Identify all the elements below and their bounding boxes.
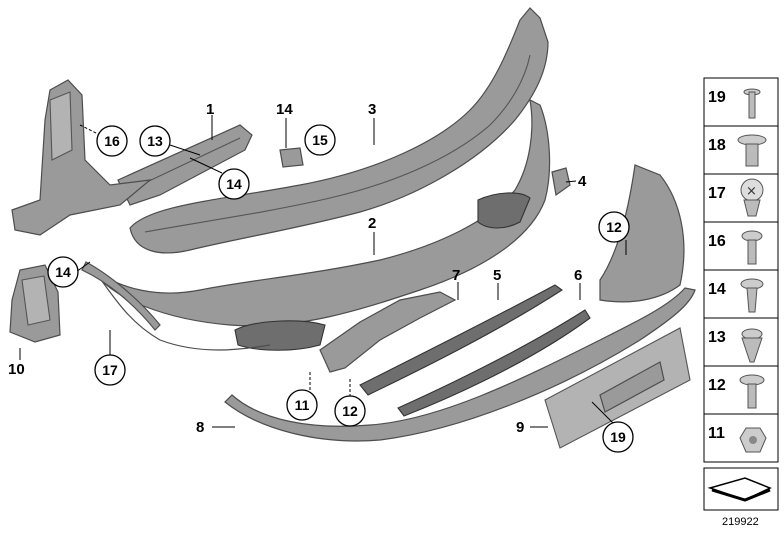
hex-nut-icon xyxy=(739,427,767,453)
svg-text:15: 15 xyxy=(312,132,328,148)
svg-text:12: 12 xyxy=(342,403,358,419)
callout-circle-19: 19 xyxy=(602,421,634,453)
svg-text:13: 13 xyxy=(147,133,163,149)
callout-circle-13: 13 xyxy=(139,125,171,157)
expanding-rivet-long-icon xyxy=(740,278,764,313)
callout-circle-12-right: 12 xyxy=(598,211,630,243)
legend-label-17: 17 xyxy=(708,185,726,202)
callout-3: 3 xyxy=(368,101,376,118)
svg-text:11: 11 xyxy=(295,397,310,413)
leader-lines xyxy=(19,115,627,429)
washer-screw-icon xyxy=(739,374,765,409)
svg-text:16: 16 xyxy=(104,133,120,149)
callout-2: 2 xyxy=(368,215,376,232)
callout-circle-14-left: 14 xyxy=(47,256,79,288)
part-side-strip xyxy=(81,261,161,331)
svg-text:14: 14 xyxy=(226,176,242,192)
legend-label-16: 16 xyxy=(708,233,726,250)
callout-7: 7 xyxy=(452,267,460,284)
legend-label-14: 14 xyxy=(708,281,726,298)
thin-strip-icon xyxy=(707,477,772,502)
torx-screw-icon xyxy=(741,230,763,265)
callout-9: 9 xyxy=(516,419,524,436)
callout-10: 10 xyxy=(8,361,25,378)
callout-5: 5 xyxy=(493,267,501,284)
legend-label-11: 11 xyxy=(708,425,725,442)
callout-circle-14-top: 14 xyxy=(218,168,250,200)
svg-text:×: × xyxy=(746,184,757,199)
callout-6: 6 xyxy=(574,267,582,284)
part-small-bracket xyxy=(551,167,571,197)
svg-text:17: 17 xyxy=(102,362,118,378)
callout-circle-12-mid: 12 xyxy=(334,395,366,427)
spreading-rivet-icon xyxy=(741,328,763,363)
callout-15: 14 xyxy=(276,101,293,118)
callout-8: 8 xyxy=(196,419,204,436)
part-left-carrier xyxy=(11,79,152,236)
callout-1: 1 xyxy=(206,101,214,118)
callout-circle-18: 16 xyxy=(96,125,128,157)
legend-label-12: 12 xyxy=(708,377,726,394)
part-grille-strip-upper xyxy=(359,284,563,396)
callout-circle-17: 17 xyxy=(94,354,126,386)
legend-label-18: 18 xyxy=(708,137,726,154)
legend-label-19: 19 xyxy=(708,89,726,106)
callout-4: 4 xyxy=(578,173,587,190)
part-clip-small xyxy=(279,147,304,168)
part-guide-block xyxy=(9,264,61,343)
svg-text:14: 14 xyxy=(55,264,71,280)
svg-text:19: 19 xyxy=(610,429,626,445)
part-spoiler-lip xyxy=(224,287,696,442)
part-bumper-cover xyxy=(91,98,551,351)
callout-circle-11: 11 xyxy=(286,389,318,421)
phillips-clip-icon: × xyxy=(740,178,764,217)
diagram-id: 219922 xyxy=(722,516,759,528)
part-license-plate-bracket xyxy=(544,327,691,449)
callout-circle-16: 15 xyxy=(304,124,336,156)
svg-text:12: 12 xyxy=(606,219,622,235)
part-grille-mesh-lower xyxy=(397,309,591,417)
expanding-rivet-icon xyxy=(737,134,767,167)
pin-screw-icon xyxy=(743,88,761,119)
fastener-legend: 19 18 17 16 14 13 12 11 × xyxy=(703,77,779,511)
part-upper-bumper-trim xyxy=(129,7,549,254)
legend-label-13: 13 xyxy=(708,329,726,346)
part-bracket-mount xyxy=(319,291,457,373)
